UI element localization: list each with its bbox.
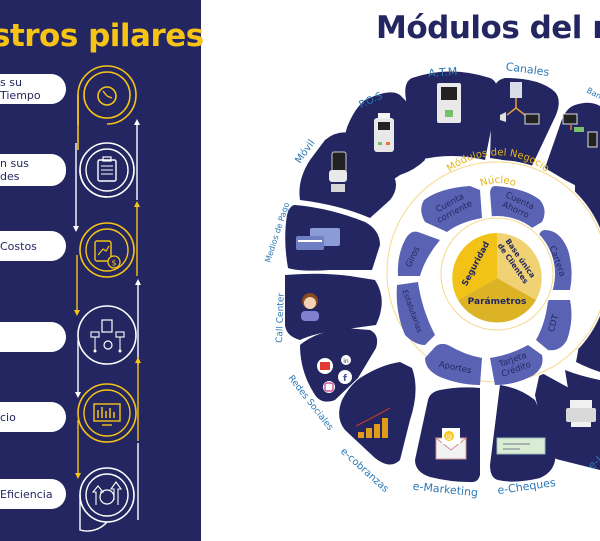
pillar-label: cio bbox=[0, 410, 16, 424]
pillars-panel: stros pilares s su Tiempo n sus des Cost… bbox=[0, 0, 204, 541]
core-segment-parameters[interactable] bbox=[458, 278, 536, 323]
outer-module-atm[interactable]: A.T.M bbox=[405, 65, 498, 160]
module-label: A.T.M bbox=[428, 65, 458, 80]
social-media-icon: f in bbox=[317, 355, 352, 393]
core-segment-clients[interactable] bbox=[497, 233, 542, 300]
svg-text:CDT: CDT bbox=[547, 313, 561, 333]
pillars-title: stros pilares bbox=[0, 18, 204, 54]
svg-text:@: @ bbox=[446, 433, 453, 441]
analytics-monitor-icon bbox=[75, 357, 141, 479]
pillar-business: cio bbox=[0, 402, 66, 432]
pillar-time: s su Tiempo bbox=[0, 74, 66, 104]
credit-cards-icon bbox=[296, 228, 340, 250]
coins-growth-icon bbox=[355, 407, 391, 438]
pillars-flow-graphic: $ bbox=[73, 65, 141, 532]
mobile-phone-icon bbox=[329, 151, 347, 192]
business-module-transfers[interactable]: Giros bbox=[397, 231, 440, 276]
email-envelope-icon: @ bbox=[434, 428, 468, 460]
call-center-agent-icon bbox=[301, 293, 319, 321]
core-ring-border bbox=[440, 217, 554, 331]
pillar-label: n sus des bbox=[0, 157, 29, 183]
pillar-label: s su Tiempo bbox=[0, 76, 41, 102]
clipboard-checklist-icon bbox=[73, 119, 140, 232]
printer-icon bbox=[566, 400, 596, 427]
clock-icon bbox=[77, 65, 137, 150]
pillar-activities: n sus des bbox=[0, 154, 66, 186]
outer-module-e-cheques[interactable]: e-Cheques bbox=[490, 385, 557, 497]
efficiency-growth-icon bbox=[79, 443, 139, 532]
core-segment-security[interactable] bbox=[452, 233, 497, 300]
svg-text:in: in bbox=[343, 358, 349, 365]
pillar-label: Costos bbox=[0, 239, 37, 253]
business-module-checking[interactable]: Cuentacorriente bbox=[421, 186, 482, 232]
pillar-costs: Costos bbox=[0, 231, 66, 261]
business-module-credit-card[interactable]: TarjetaCrédito bbox=[490, 345, 543, 385]
outer-module-channels[interactable]: Canales bbox=[490, 60, 559, 170]
channels-icon bbox=[500, 82, 540, 125]
business-modules: Cuentacorriente CuentaAhorro Cartera CDT… bbox=[396, 186, 572, 385]
cost-chart-dollar-icon: $ bbox=[74, 201, 140, 316]
modules-title: Módulos del ne bbox=[376, 10, 600, 46]
business-module-cdt[interactable]: CDT bbox=[536, 300, 572, 351]
online-banking-icon bbox=[562, 113, 598, 148]
outer-module-payment-methods[interactable]: Medios de Pago bbox=[263, 201, 380, 271]
pillar-efficiency: Eficiencia bbox=[0, 479, 66, 509]
pos-terminal-icon bbox=[374, 113, 394, 152]
svg-text:$: $ bbox=[111, 259, 116, 268]
pillar-processes bbox=[0, 322, 66, 352]
business-module-contributions[interactable]: Aportes bbox=[425, 343, 482, 385]
core-segment-label: Parámetros bbox=[468, 297, 527, 307]
svg-text:f: f bbox=[343, 374, 347, 384]
business-module-statutory[interactable]: Estatutarias bbox=[396, 282, 435, 345]
cheque-icon bbox=[496, 437, 546, 455]
module-label: Canales bbox=[505, 60, 550, 79]
process-gear-diagram-icon bbox=[75, 279, 141, 398]
svg-text:Cuentacorriente: Cuentacorriente bbox=[431, 190, 474, 226]
outer-module-e-marketing[interactable]: @ e-Marketing bbox=[412, 387, 480, 499]
outer-module-call-center[interactable]: Call Center bbox=[275, 273, 382, 344]
core-label: Núcleo bbox=[479, 174, 518, 189]
module-label: Call Center bbox=[275, 293, 287, 344]
module-label: e-I bbox=[586, 453, 600, 472]
core-segments: Seguridad Base únicade Clientes Parámetr… bbox=[452, 233, 542, 323]
module-label: e-Marketing bbox=[412, 480, 479, 500]
pillar-label: Eficiencia bbox=[0, 487, 53, 501]
